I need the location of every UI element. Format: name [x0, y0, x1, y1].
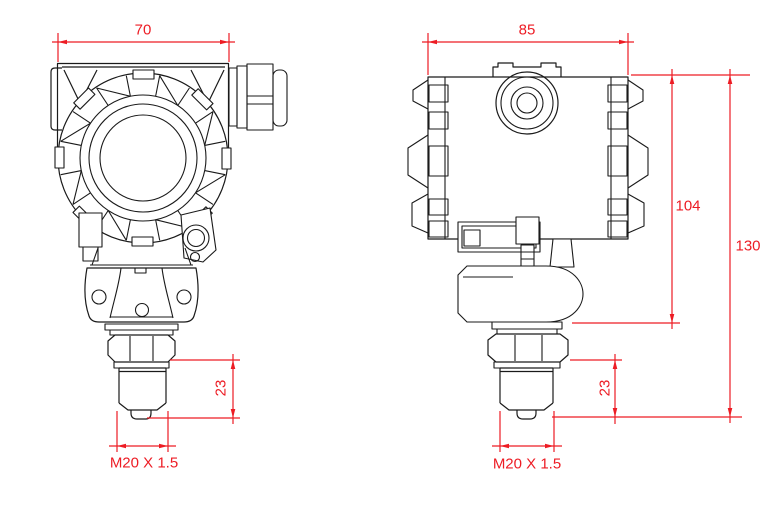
dim-side-body-height	[572, 69, 680, 329]
side-overall-height-label: 130	[735, 237, 761, 255]
front-left-tab	[78, 212, 103, 262]
dim-front-thread-length	[147, 354, 240, 424]
side-neck	[549, 238, 575, 268]
side-body-height-label: 104	[675, 197, 701, 215]
dimension-lines	[52, 33, 750, 452]
side-thread-spec-label: M20 X 1.5	[492, 455, 562, 473]
front-thread-spec-label: M20 X 1.5	[109, 454, 179, 472]
side-thread-stub	[493, 361, 561, 420]
dim-side-thread-length	[570, 354, 622, 424]
front-view-drawing	[50, 62, 288, 420]
side-hex-nut	[487, 333, 569, 363]
side-width-label: 85	[518, 21, 536, 39]
dim-side-thread-spec	[492, 411, 562, 452]
dim-side-overall-height	[552, 69, 742, 423]
front-vent-bracket	[180, 207, 217, 263]
side-top-gland	[492, 62, 562, 135]
bezel-ribs	[60, 75, 226, 241]
side-view-drawing	[407, 62, 649, 420]
dim-front-thread-spec	[109, 411, 176, 452]
front-thread-length-label: 23	[212, 379, 230, 397]
side-nameplate-bracket	[457, 216, 541, 268]
front-thread-stub	[113, 361, 170, 420]
side-thread-length-label: 23	[596, 379, 614, 397]
front-left-cap	[50, 67, 62, 131]
side-fins-right	[607, 79, 649, 238]
dim-side-width	[422, 33, 634, 75]
front-hex-nut	[107, 334, 176, 363]
front-cable-gland	[228, 63, 288, 131]
side-fins-left	[407, 79, 449, 238]
front-process-flange	[84, 247, 199, 323]
front-collar	[104, 323, 179, 336]
front-width-label: 70	[134, 21, 152, 39]
side-housing-body	[427, 76, 629, 240]
side-collar	[491, 321, 563, 335]
side-process-coupling	[457, 265, 584, 323]
dim-front-width	[52, 33, 235, 62]
